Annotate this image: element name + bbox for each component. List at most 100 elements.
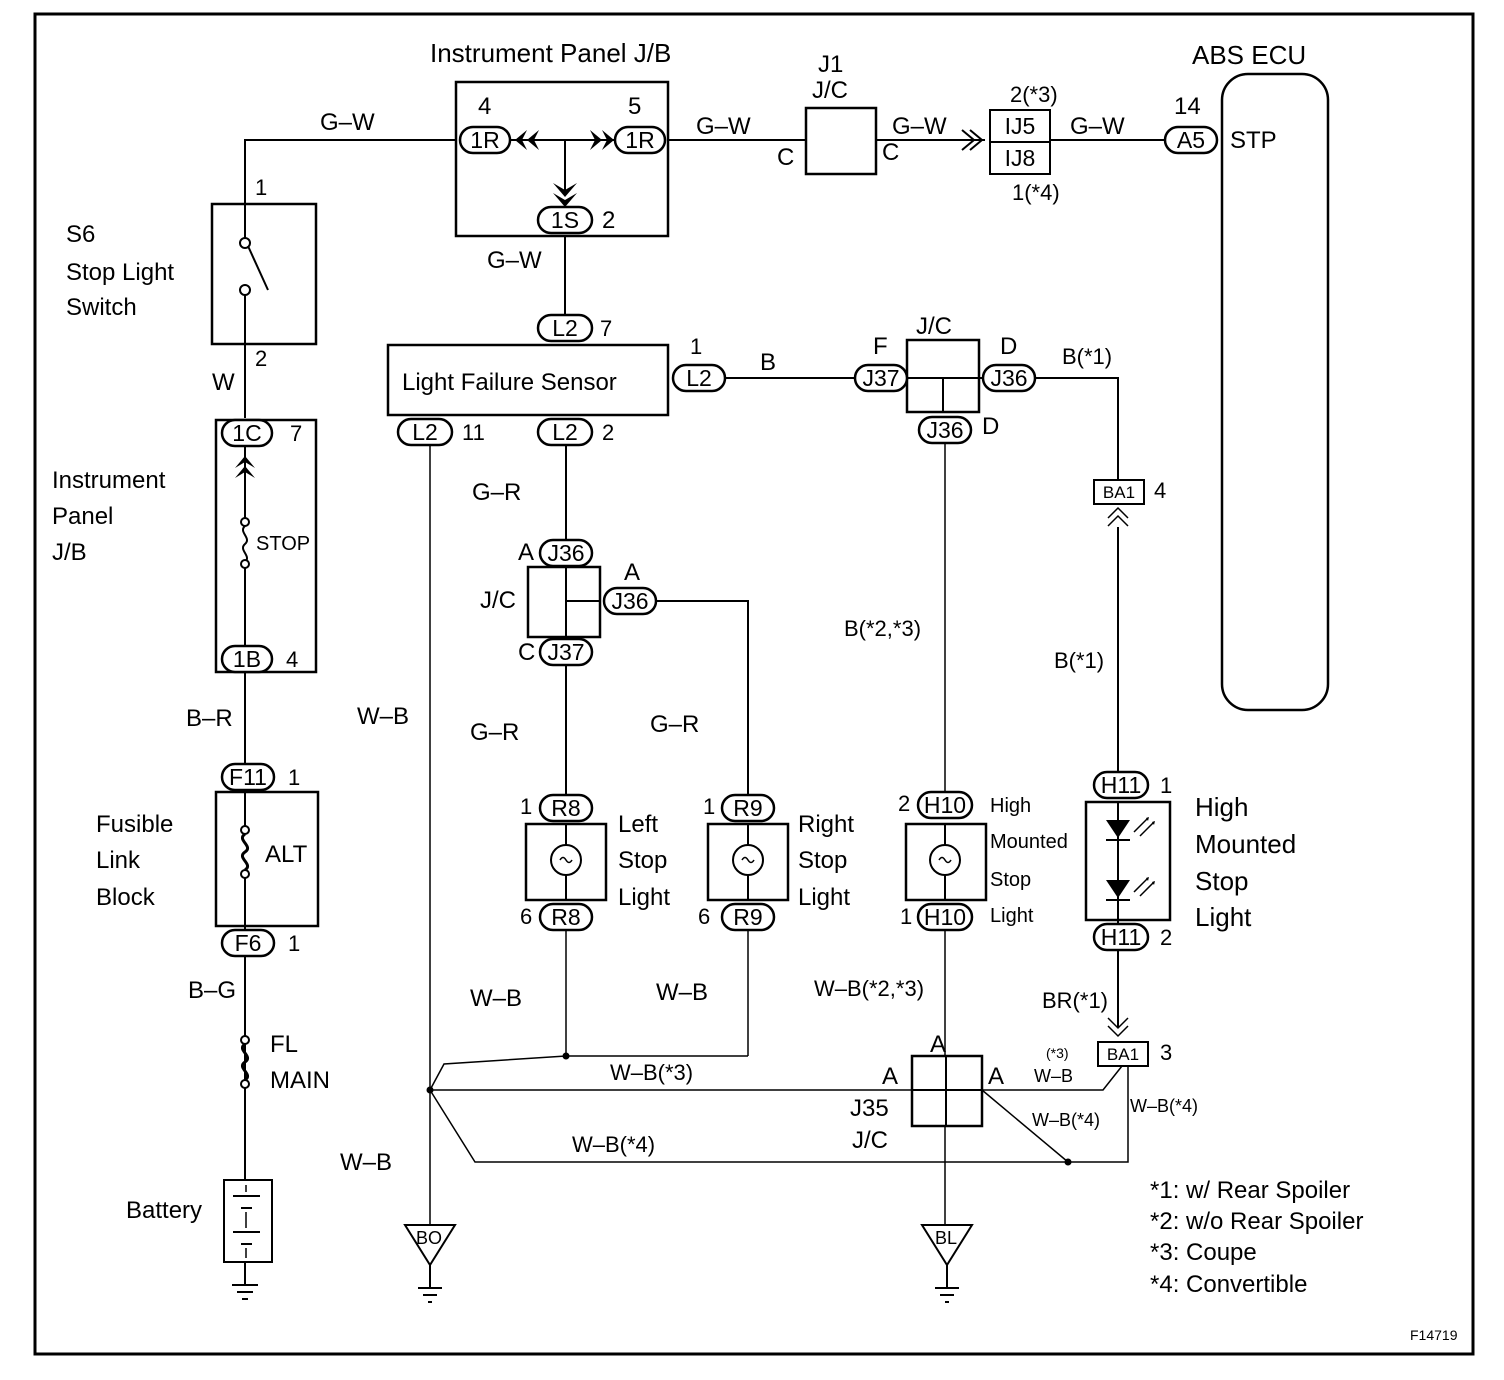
double-arrow-down-icon <box>1107 1017 1129 1038</box>
ip-jb-top-box <box>454 80 670 238</box>
wire-w: W <box>212 369 235 396</box>
wire-br: B–R <box>186 705 233 732</box>
connector-1r-left: 1R <box>470 127 499 153</box>
pin-11-l2: 11 <box>462 420 485 445</box>
note-3: *3: Coupe <box>1150 1239 1257 1266</box>
pin-3-ba1: 3 <box>1160 1040 1172 1065</box>
pin-d-top: D <box>1000 333 1017 360</box>
pin-1-r9: 1 <box>703 794 715 819</box>
right-stop-label-1: Right <box>798 811 854 838</box>
stop-switch-name-2: Switch <box>66 294 137 321</box>
wire-wb-3: W–B <box>656 979 708 1006</box>
pin-2-l2: 2 <box>602 420 614 445</box>
wires <box>244 137 1165 1285</box>
pin-a-top: A <box>518 539 534 566</box>
ip-jb-top-label: Instrument Panel J/B <box>430 38 671 68</box>
fusible-link-box <box>214 790 320 928</box>
wire-b-star23: B(*2,*3) <box>844 616 921 641</box>
connector-h11-bottom: H11 <box>1101 924 1142 950</box>
fusible-label-1: Fusible <box>96 811 173 838</box>
hm-big-label-3: Stop <box>1195 866 1249 896</box>
pin-c-right: C <box>882 139 899 166</box>
connector-1s: 1S <box>551 207 579 233</box>
fuse-stop-icon <box>242 525 248 563</box>
jc-upper-label: J/C <box>916 313 952 340</box>
pin-1-h11: 1 <box>1160 773 1172 798</box>
connector-f11: F11 <box>229 764 267 790</box>
pin-f: F <box>873 333 888 360</box>
wire-wb-star4-small: W–B(*4) <box>1032 1110 1100 1130</box>
j1-label: J1 <box>818 51 843 78</box>
connector-r8-top: R8 <box>551 795 580 821</box>
connector-f6: F6 <box>235 930 262 956</box>
connector-h10-bottom: H10 <box>924 904 966 930</box>
hm-small-label-2: Mounted <box>990 831 1068 853</box>
pin-2-1s: 2 <box>602 207 615 234</box>
stop-switch-id: S6 <box>66 221 95 248</box>
led-icon <box>1106 877 1155 901</box>
pin-1-switch: 1 <box>255 175 267 200</box>
hm-small-label-4: Light <box>990 905 1034 927</box>
ip-jb-left-label-3: J/B <box>52 539 87 566</box>
pin-14: 14 <box>1174 93 1201 120</box>
wire-gw-3: G–W <box>892 113 947 140</box>
connector-j36-d: J36 <box>990 365 1027 391</box>
wire-wb-4: W–B <box>340 1149 392 1176</box>
pin-6-r9: 6 <box>698 904 710 929</box>
left-stop-label-3: Light <box>618 884 670 911</box>
led-icon <box>1106 817 1155 841</box>
connector-h10-top: H10 <box>924 792 966 818</box>
connector-ba1-4: BA1 <box>1103 483 1135 502</box>
diagram-frame <box>33 12 1475 1356</box>
abs-stp-label: STP <box>1230 127 1277 154</box>
note-1: *1: w/ Rear Spoiler <box>1150 1177 1350 1204</box>
connector-ba1-3: BA1 <box>1107 1045 1139 1064</box>
wire-gr-3: G–R <box>650 711 699 738</box>
pin-2-h10: 2 <box>898 791 910 816</box>
connector-1c: 1C <box>232 420 261 446</box>
connector-1r-right: 1R <box>625 127 654 153</box>
wire-gw-5: G–W <box>487 247 542 274</box>
wire-gr-1: G–R <box>472 479 521 506</box>
fuse-stop-label: STOP <box>256 533 310 555</box>
connector-l2-2: L2 <box>552 419 578 445</box>
wire-bg: B–G <box>188 977 236 1004</box>
connector-j36-a2: J36 <box>611 588 648 614</box>
hm-big-label-4: Light <box>1195 902 1252 932</box>
battery-label: Battery <box>126 1197 202 1224</box>
right-stop-label-2: Stop <box>798 847 847 874</box>
ground-bl: BL <box>920 1224 974 1303</box>
pin-1-l2: 1 <box>690 334 702 359</box>
fl-main-label: MAIN <box>270 1067 330 1094</box>
wire-wb-star3-small-a: (*3) <box>1046 1045 1069 1061</box>
pin-5: 5 <box>628 93 641 120</box>
light-failure-sensor-box <box>386 343 670 417</box>
ground-icon <box>232 1284 258 1300</box>
figure-code: F14719 <box>1410 1327 1458 1343</box>
pin-2-h11: 2 <box>1160 925 1172 950</box>
pin-7-1c: 7 <box>290 421 302 446</box>
pin-4-ba1: 4 <box>1154 478 1166 503</box>
pin-a-right: A <box>624 559 640 586</box>
pin-6-r8: 6 <box>520 904 532 929</box>
light-failure-sensor-label: Light Failure Sensor <box>402 369 617 396</box>
pin-d-bottom: D <box>982 413 999 440</box>
ground-bo: BO <box>403 1224 457 1303</box>
ba1-3-box <box>1097 1041 1149 1067</box>
connector-l2-11: L2 <box>412 419 438 445</box>
hm-small-label-3: Stop <box>990 869 1031 891</box>
wire-wb-2: W–B <box>470 985 522 1012</box>
jc-mid-label: J/C <box>480 587 516 614</box>
connector-h11-top: H11 <box>1101 772 1142 798</box>
j35-label: J35 <box>850 1095 889 1122</box>
j1-jc-label: J/C <box>812 77 848 104</box>
pin-4-1b: 4 <box>286 647 298 672</box>
pin-4: 4 <box>478 93 491 120</box>
fusible-label-2: Link <box>96 847 141 874</box>
pin-2-star3: 2(*3) <box>1010 82 1058 107</box>
connector-r9-bottom: R9 <box>733 904 762 930</box>
ip-jb-left-label-1: Instrument <box>52 467 166 494</box>
pin-a-j35-left: A <box>882 1063 898 1090</box>
hm-small-label-1: High <box>990 795 1031 817</box>
wire-gr-2: G–R <box>470 719 519 746</box>
